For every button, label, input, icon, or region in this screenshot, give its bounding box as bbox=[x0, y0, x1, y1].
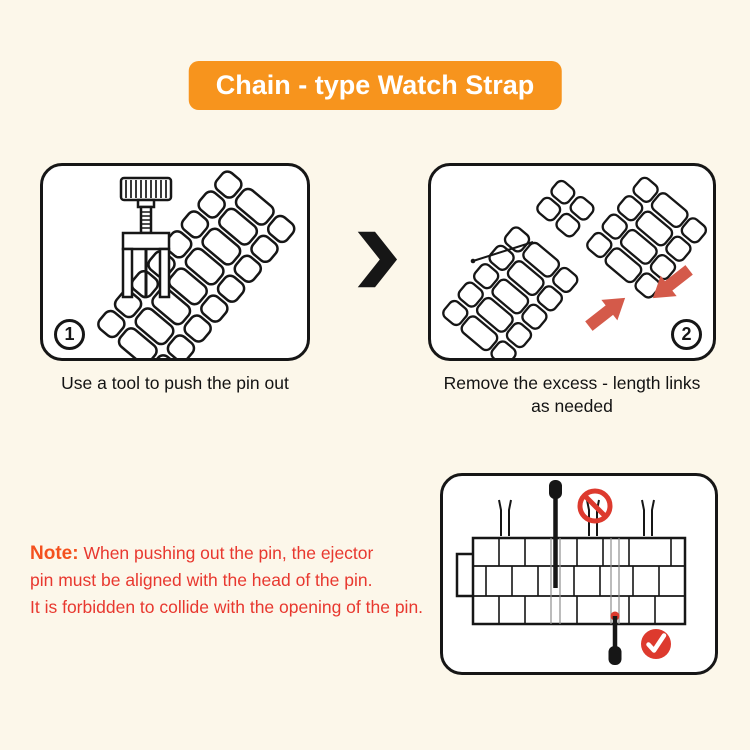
title-banner: Chain - type Watch Strap bbox=[188, 61, 562, 110]
loose-links bbox=[536, 179, 595, 238]
step2-number: 2 bbox=[681, 324, 692, 344]
arrow-down-left-icon bbox=[652, 265, 693, 299]
note-label: Note: bbox=[30, 543, 79, 564]
step2-caption: Remove the excess - length links as need… bbox=[428, 372, 716, 418]
knurled-knob-icon bbox=[125, 180, 167, 198]
check-circle-icon bbox=[641, 629, 671, 659]
note-line-2: pin must be aligned with the head of the… bbox=[30, 570, 373, 590]
watch-band-illustration bbox=[97, 170, 296, 358]
chevron-right-icon bbox=[357, 231, 398, 288]
pin-alignment-panel bbox=[440, 473, 718, 675]
pin-alignment-illustration bbox=[455, 480, 687, 665]
step-number-badge: 2 bbox=[671, 319, 702, 350]
arrow-up-right-icon bbox=[585, 297, 626, 331]
note-line-3: It is forbidden to collide with the open… bbox=[30, 597, 424, 617]
no-sign-icon bbox=[577, 488, 613, 524]
link-removal-illustration bbox=[442, 176, 708, 358]
step-number-badge: 1 bbox=[54, 319, 85, 350]
link-remover-tool-illustration bbox=[119, 176, 173, 299]
step2-caption-line2: as needed bbox=[531, 396, 613, 416]
step1-number: 1 bbox=[64, 324, 75, 344]
page-title: Chain - type Watch Strap bbox=[215, 70, 535, 100]
step1-caption: Use a tool to push the pin out bbox=[61, 373, 289, 393]
note-text: Note: When pushing out the pin, the ejec… bbox=[30, 540, 462, 621]
ejector-pin-top bbox=[549, 480, 562, 588]
step1-panel: 1 bbox=[40, 163, 310, 361]
threaded-rod-icon bbox=[142, 211, 150, 229]
removed-pin-icon bbox=[470, 241, 534, 264]
note-line-1: When pushing out the pin, the ejector bbox=[83, 543, 374, 563]
pin-pushing-illustration bbox=[97, 170, 296, 358]
fork-pin-icons bbox=[498, 499, 655, 536]
band-cross-section bbox=[455, 536, 687, 626]
band-segment-removed bbox=[586, 176, 708, 299]
band-segment-main bbox=[442, 226, 579, 358]
ejector-pin-bottom bbox=[608, 611, 622, 665]
step2-caption-line1: Remove the excess - length links bbox=[443, 373, 701, 393]
step2-panel: 2 bbox=[428, 163, 716, 361]
